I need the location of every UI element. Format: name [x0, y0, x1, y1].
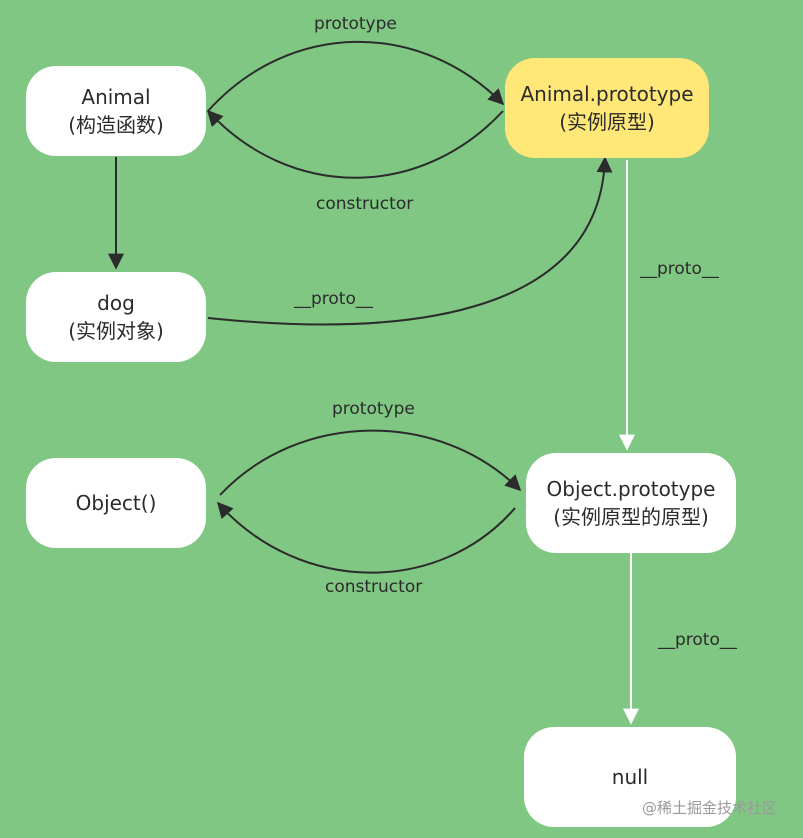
edge-animal-prototype: [207, 40, 505, 112]
node-animal-subtitle: (构造函数): [68, 113, 164, 137]
label-animal-constructor: constructor: [316, 194, 414, 214]
node-object-constructor: Object(): [26, 458, 206, 548]
label-animal-prototype: prototype: [314, 14, 397, 34]
node-dog-title: dog: [97, 291, 135, 315]
node-object-prototype: Object.prototype (实例原型的原型): [526, 453, 736, 553]
watermark: @稀土掘金技术社区: [641, 799, 777, 817]
edge-animal-constructor: [206, 109, 504, 179]
label-object-constructor: constructor: [325, 577, 423, 597]
node-animal-prototype-title: Animal.prototype: [520, 82, 694, 106]
label-animal-proto-chain: __proto__: [640, 259, 719, 279]
label-object-prototype: prototype: [332, 399, 415, 419]
node-object-prototype-subtitle: (实例原型的原型): [553, 505, 709, 529]
node-animal-prototype: Animal.prototype (实例原型): [505, 58, 709, 158]
node-animal-prototype-subtitle: (实例原型): [559, 110, 655, 134]
node-animal-title: Animal: [81, 85, 151, 109]
node-object-constructor-title: Object(): [75, 491, 157, 515]
node-null-title: null: [611, 765, 649, 789]
label-dog-proto: __proto__: [294, 289, 373, 309]
node-dog: dog (实例对象): [26, 272, 206, 362]
node-animal: Animal (构造函数): [26, 66, 206, 156]
label-object-proto-chain: __proto__: [658, 630, 737, 650]
edge-dog-proto: [207, 156, 613, 326]
edge-object-constructor: [216, 501, 516, 574]
node-dog-subtitle: (实例对象): [68, 319, 164, 343]
node-null: null: [524, 727, 736, 827]
node-object-prototype-title: Object.prototype: [546, 477, 716, 501]
edge-object-prototype: [219, 429, 522, 496]
